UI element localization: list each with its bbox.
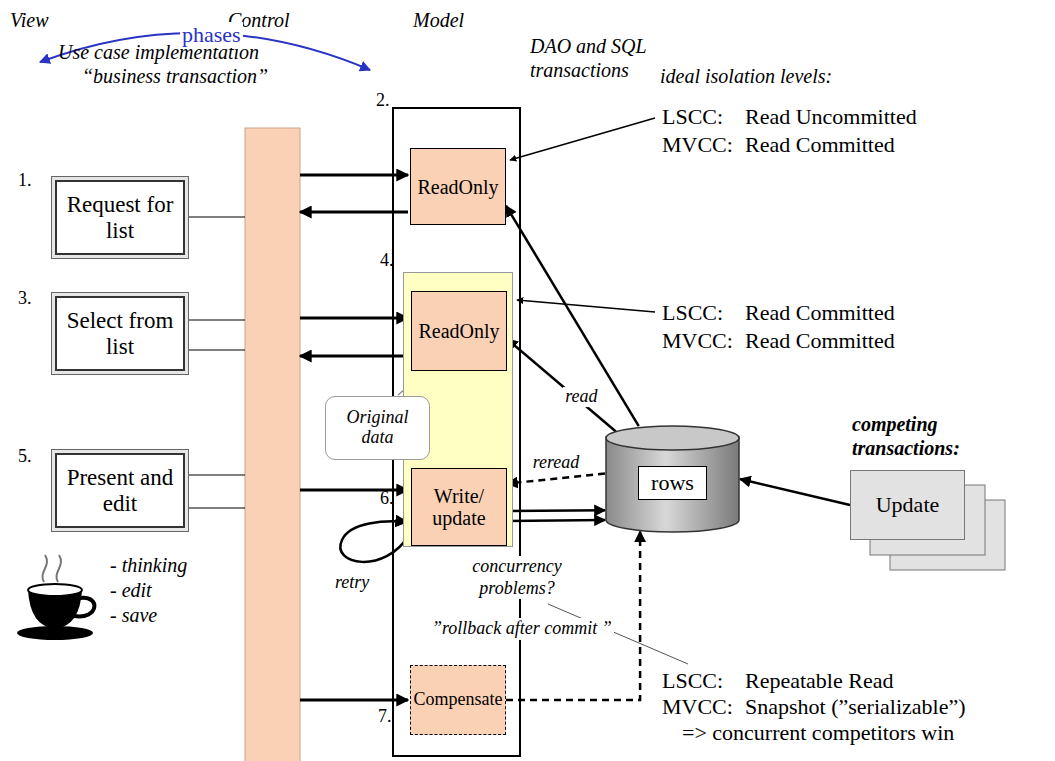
loop-label: retry: [335, 572, 369, 594]
node-text: rows: [638, 466, 707, 500]
connector: [507, 509, 605, 512]
database-cylinder: rows: [605, 425, 740, 533]
retry-loop: [340, 521, 409, 562]
compensate-box: Compensate: [410, 665, 506, 735]
isolation-scheme: MVCC:: [662, 694, 733, 720]
sql-transaction-box: ReadOnly: [411, 291, 507, 371]
isolation-level: Read Uncommitted: [745, 104, 917, 130]
node-text: Request for list: [61, 192, 179, 243]
isolation-scheme: LSCC:: [662, 104, 723, 130]
connector: [507, 520, 605, 521]
column-heading: View: [10, 8, 49, 32]
problem-note: concurrency problems?: [455, 556, 579, 599]
isolation-scheme: LSCC:: [662, 300, 723, 326]
connector: [506, 206, 639, 426]
phase-number: 1.: [18, 170, 32, 192]
view-box: Present and edit: [55, 453, 185, 528]
isolation-level: Read Committed: [745, 300, 895, 326]
phase-number: 7.: [378, 706, 392, 728]
isolation-scheme: MVCC:: [662, 328, 733, 354]
competing-transaction-box: Update: [850, 470, 965, 540]
node-text: Original data: [330, 408, 425, 448]
connector: [507, 474, 605, 484]
node-text: Present and edit: [61, 465, 179, 516]
edge-label: reread: [531, 453, 582, 473]
view-box: Select from list: [55, 296, 185, 371]
node-text: Update: [876, 493, 940, 517]
column-heading: Model: [413, 8, 464, 32]
layer-note: DAO and SQL transactions: [530, 34, 680, 82]
node-text: Select from list: [61, 308, 179, 359]
callout-box: Original data: [325, 396, 430, 460]
isolation-level: Read Committed: [745, 132, 895, 158]
control-bar: [245, 128, 300, 761]
phases-label: phases: [180, 22, 243, 48]
view-control-wires: [189, 217, 245, 508]
connector: [507, 339, 616, 431]
isolation-level: Read Committed: [745, 328, 895, 354]
view-box: Request for list: [55, 180, 185, 255]
node-text: ReadOnly: [417, 176, 498, 198]
section-heading: ideal isolation levels:: [660, 64, 832, 88]
isolation-scheme: LSCC:: [662, 668, 723, 694]
isolation-pointers: [510, 118, 655, 312]
phase-number: 5.: [18, 446, 32, 468]
sql-transaction-box: Write/ update: [411, 468, 507, 546]
user-activity: - thinking: [110, 553, 187, 577]
node-text: Write/ update: [415, 485, 503, 529]
layer-note: “business transaction”: [82, 64, 268, 88]
compensate-note: ”rollback after commit ”: [430, 618, 614, 640]
user-activity: - edit: [110, 578, 152, 602]
phase-number: 4.: [380, 251, 394, 271]
section-heading: competing transactions:: [852, 412, 1002, 460]
node-text: ReadOnly: [418, 320, 499, 342]
user-activity: - save: [110, 603, 157, 627]
node-text: Compensate: [414, 690, 503, 710]
isolation-level: Repeatable Read: [745, 668, 893, 694]
phase-number: 6.: [380, 488, 394, 510]
isolation-scheme: MVCC:: [662, 132, 733, 158]
isolation-level: Snapshot (”serializable”): [745, 694, 966, 720]
phase-number: 3.: [18, 288, 32, 310]
phase-number: 2.: [376, 90, 390, 112]
connector: [740, 479, 850, 505]
sql-transaction-box: ReadOnly: [410, 148, 506, 225]
coffee-cup: [17, 555, 94, 640]
isolation-note: => concurrent competitors win: [682, 720, 954, 746]
edge-label: read: [563, 387, 599, 407]
